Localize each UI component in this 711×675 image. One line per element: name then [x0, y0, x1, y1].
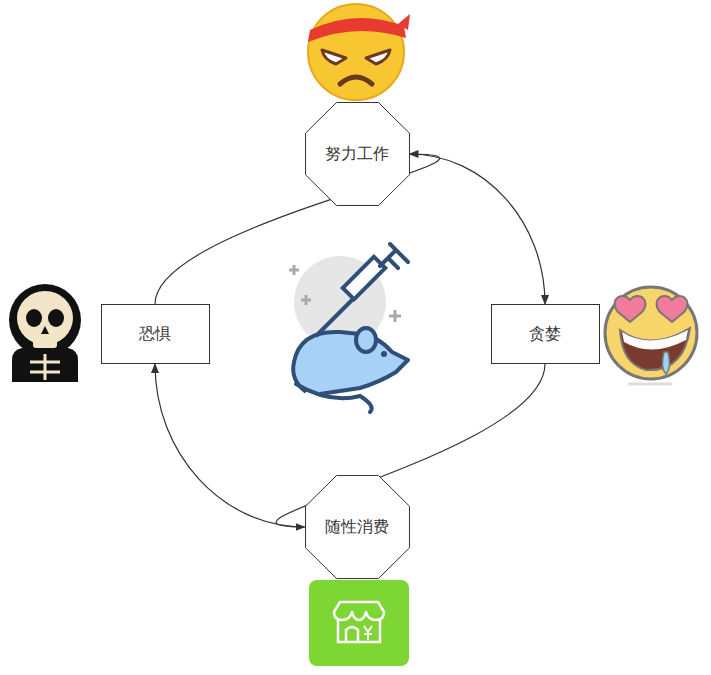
skull-icon [9, 284, 81, 382]
node-label: 随性消费 [325, 517, 389, 536]
cycle-arrow [410, 154, 546, 304]
process-box: 贪婪 [491, 304, 600, 364]
cycle-arrow [155, 364, 305, 527]
octagon-node: 努力工作 [305, 102, 410, 206]
node-label: 贪婪 [529, 324, 561, 343]
octagon-node: 随性消费 [305, 475, 410, 579]
lab-mouse-icon [289, 244, 408, 412]
process-box: 恐惧 [101, 304, 210, 364]
node-label: 努力工作 [325, 144, 389, 163]
angry-emoji [308, 4, 410, 100]
shop-icon [309, 580, 409, 666]
node-label: 恐惧 [139, 324, 171, 343]
love-emoji [605, 287, 697, 384]
